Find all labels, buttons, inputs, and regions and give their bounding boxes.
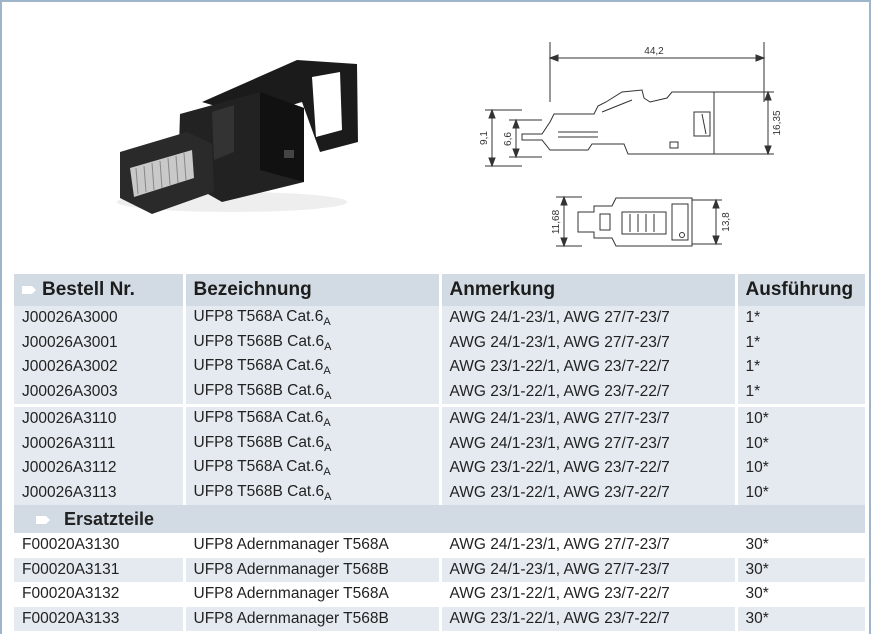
version-cell: 30* [736,557,865,582]
designation-cell: UFP8 T568B Cat.6A [184,431,442,456]
version-cell: 30* [736,582,865,607]
remark-cell: AWG 24/1-23/1, AWG 27/7-23/7 [440,330,738,355]
order-number-cell: J00026A3001 [14,330,186,355]
version-cell: 10* [736,404,865,432]
designation-cell: UFP8 T568A Cat.6A [184,404,442,432]
order-number-cell: J00026A3111 [14,431,186,456]
version-cell: 1* [736,330,865,355]
category-subscript: A [324,389,332,402]
connector-photo [117,60,358,214]
category-subscript: A [324,441,332,454]
section-row-spare-parts: Ersatzteile [14,505,865,533]
category-subscript: A [323,417,331,430]
designation-cell: UFP8 Adernmanager T568B [184,557,442,582]
designation-cell: UFP8 Adernmanager T568B [184,606,442,631]
category-subscript: A [323,466,331,479]
category-subscript: A [323,365,331,378]
order-number-cell: F00020A3132 [14,582,186,607]
remark-cell: AWG 23/1-22/1, AWG 23/7-22/7 [440,480,738,505]
designation-cell: UFP8 Adernmanager T568A [184,582,442,607]
remark-cell: AWG 23/1-22/1, AWG 23/7-22/7 [440,456,738,481]
order-number-cell: F00020A3130 [14,533,186,558]
order-number-cell: F00020A3131 [14,557,186,582]
remark-cell: AWG 24/1-23/1, AWG 27/7-23/7 [440,404,738,432]
order-number-cell: J00026A3112 [14,456,186,481]
header-designation: Bezeichnung [184,274,442,306]
version-cell: 1* [736,379,865,406]
remark-cell: AWG 24/1-23/1, AWG 27/7-23/7 [440,306,738,331]
header-order-number: Bestell Nr. [14,274,186,306]
arrow-right-icon [36,515,50,524]
dimension-left-inner: 6,6 [503,132,514,146]
remark-cell: AWG 24/1-23/1, AWG 27/7-23/7 [440,431,738,456]
version-cell: 10* [736,456,865,481]
designation-cell: UFP8 T568A Cat.6A [184,306,442,331]
order-number-cell: J00026A3002 [14,355,186,380]
designation-cell: UFP8 T568B Cat.6A [184,330,442,355]
dimension-left-outer: 9,1 [479,131,490,145]
dimension-length: 44,2 [644,46,664,57]
order-number-cell: J00026A3110 [14,404,186,432]
designation-cell: UFP8 Adernmanager T568A [184,533,442,558]
version-cell: 1* [736,355,865,380]
category-subscript: A [324,340,332,353]
table-header-row: Bestell Nr. Bezeichnung Anmerkung Ausfüh… [14,274,865,306]
order-number-cell: J00026A3000 [14,306,186,331]
dimension-top-left: 11,68 [551,209,562,234]
remark-cell: AWG 23/1-22/1, AWG 23/7-22/7 [440,355,738,380]
version-cell: 30* [736,533,865,558]
header-remark: Anmerkung [440,274,738,306]
remark-cell: AWG 23/1-22/1, AWG 23/7-22/7 [440,379,738,406]
top-view-drawing [556,195,722,248]
arrow-right-icon [22,285,36,294]
order-number-cell: F00020A3133 [14,606,186,631]
version-cell: 10* [736,431,865,456]
version-cell: 1* [736,306,865,331]
version-cell: 30* [736,606,865,631]
remark-cell: AWG 24/1-23/1, AWG 27/7-23/7 [440,533,738,558]
dimension-right-height: 16,35 [772,110,783,135]
remark-cell: AWG 23/1-22/1, AWG 23/7-22/7 [440,606,738,631]
order-table: Bestell Nr. Bezeichnung Anmerkung Ausfüh… [14,274,865,631]
designation-cell: UFP8 T568B Cat.6A [184,379,442,406]
dimension-top-right: 13,8 [721,212,732,232]
order-number-cell: J00026A3113 [14,480,186,505]
section-label: Ersatzteile [14,505,865,533]
remark-cell: AWG 24/1-23/1, AWG 27/7-23/7 [440,557,738,582]
header-version: Ausführung [736,274,865,306]
designation-cell: UFP8 T568B Cat.6A [184,480,442,505]
side-view-drawing [485,42,774,168]
product-image-area: 44,2 16,35 9,1 6,6 [117,42,783,248]
version-cell: 10* [736,480,865,505]
designation-cell: UFP8 T568A Cat.6A [184,355,442,380]
remark-cell: AWG 23/1-22/1, AWG 23/7-22/7 [440,582,738,607]
category-subscript: A [323,316,331,329]
category-subscript: A [324,490,332,503]
order-number-cell: J00026A3003 [14,379,186,406]
designation-cell: UFP8 T568A Cat.6A [184,456,442,481]
